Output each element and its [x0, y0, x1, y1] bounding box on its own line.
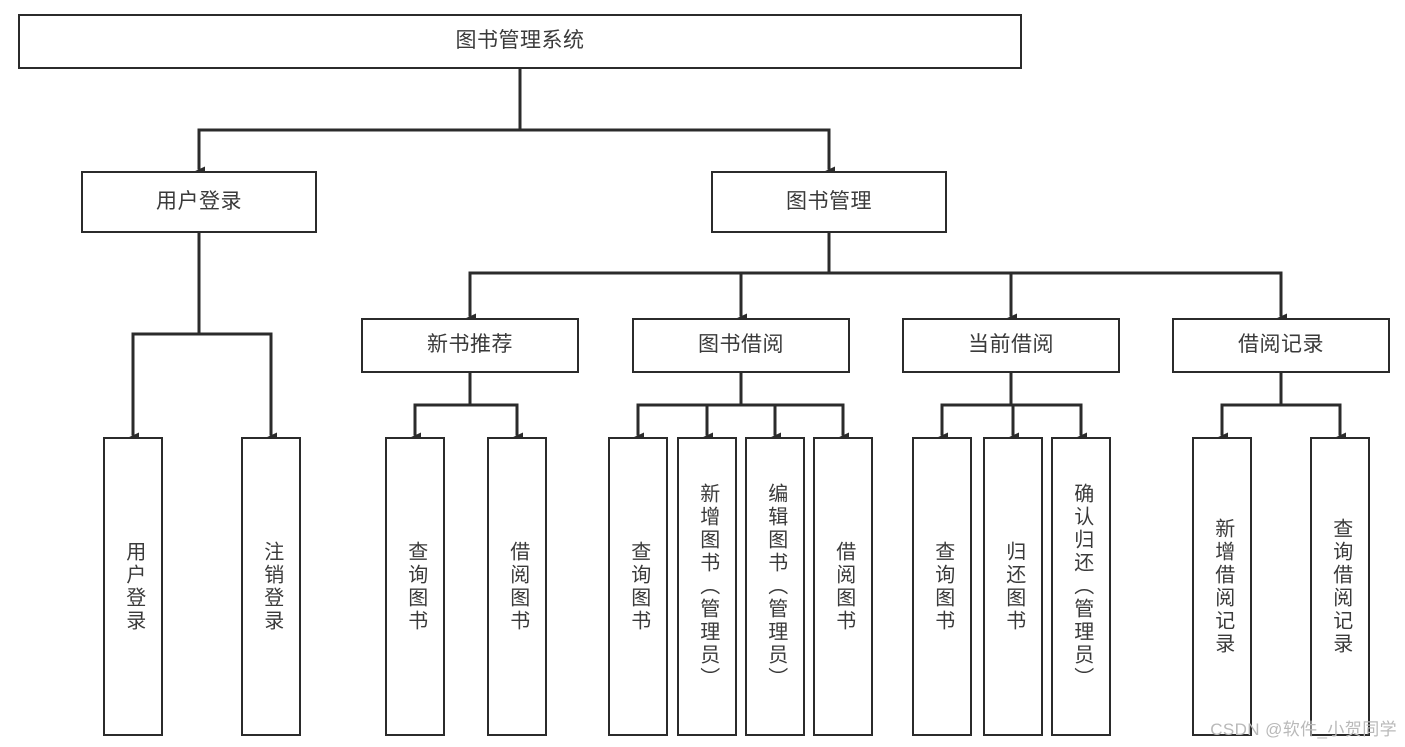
root-node-box-0[interactable]: 图书管理系统 — [18, 14, 1022, 69]
leaf-node-label-9: 归还图书 — [1002, 540, 1025, 633]
leaf-node-label-4: 查询图书 — [627, 540, 650, 633]
leaf-node-box-10[interactable]: 确认归还（管理员） — [1051, 437, 1111, 736]
level2-node-box-0[interactable]: 用户登录 — [81, 171, 317, 233]
leaf-node-label-11: 新增借阅记录 — [1211, 517, 1234, 656]
leaf-node-box-1[interactable]: 注销登录 — [241, 437, 301, 736]
leaf-node-box-7[interactable]: 借阅图书 — [813, 437, 873, 736]
leaf-node-box-3[interactable]: 借阅图书 — [487, 437, 547, 736]
leaf-node-label-3: 借阅图书 — [506, 540, 529, 633]
level3-node-label-1: 图书借阅 — [698, 333, 784, 357]
level3-node-label-2: 当前借阅 — [968, 333, 1054, 357]
leaf-node-label-12: 查询借阅记录 — [1329, 517, 1352, 656]
level3-node-box-0[interactable]: 新书推荐 — [361, 318, 579, 373]
leaf-node-box-11[interactable]: 新增借阅记录 — [1192, 437, 1252, 736]
leaf-node-box-4[interactable]: 查询图书 — [608, 437, 668, 736]
level2-node-label-0: 用户登录 — [156, 189, 242, 213]
leaf-node-box-0[interactable]: 用户登录 — [103, 437, 163, 736]
leaf-node-label-2: 查询图书 — [404, 540, 427, 633]
level3-node-label-3: 借阅记录 — [1238, 333, 1324, 357]
leaf-node-label-1: 注销登录 — [260, 540, 283, 633]
csdn-watermark: CSDN @软件_小贺同学 — [1210, 720, 1397, 739]
level3-node-label-0: 新书推荐 — [427, 333, 513, 357]
leaf-node-box-2[interactable]: 查询图书 — [385, 437, 445, 736]
leaf-node-box-8[interactable]: 查询图书 — [912, 437, 972, 736]
level3-node-box-2[interactable]: 当前借阅 — [902, 318, 1120, 373]
leaf-node-label-5: 新增图书（管理员） — [696, 483, 719, 690]
leaf-node-box-6[interactable]: 编辑图书（管理员） — [745, 437, 805, 736]
leaf-node-label-6: 编辑图书（管理员） — [764, 483, 787, 690]
leaf-node-box-12[interactable]: 查询借阅记录 — [1310, 437, 1370, 736]
root-node-label-0: 图书管理系统 — [455, 29, 585, 53]
leaf-node-box-9[interactable]: 归还图书 — [983, 437, 1043, 736]
leaf-node-box-5[interactable]: 新增图书（管理员） — [677, 437, 737, 736]
level3-node-box-1[interactable]: 图书借阅 — [632, 318, 850, 373]
level2-node-label-1: 图书管理 — [786, 189, 872, 213]
level2-node-box-1[interactable]: 图书管理 — [711, 171, 947, 233]
leaf-node-label-10: 确认归还（管理员） — [1070, 483, 1093, 690]
level3-node-box-3[interactable]: 借阅记录 — [1172, 318, 1390, 373]
leaf-node-label-0: 用户登录 — [122, 540, 145, 633]
leaf-node-label-7: 借阅图书 — [832, 540, 855, 633]
leaf-node-label-8: 查询图书 — [931, 540, 954, 633]
